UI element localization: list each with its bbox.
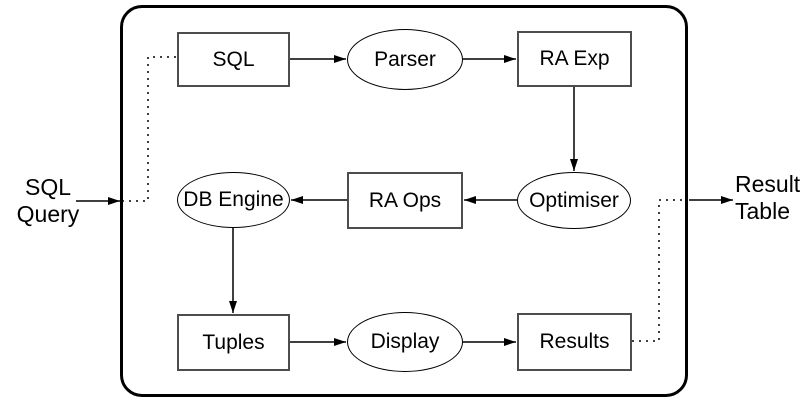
node-ra-exp: RA Exp bbox=[517, 31, 632, 87]
node-sql: SQL bbox=[177, 32, 290, 87]
node-db-engine: DB Engine bbox=[177, 172, 290, 228]
input-label-sql-query: SQL Query bbox=[16, 174, 80, 227]
node-optimiser: Optimiser bbox=[517, 172, 631, 229]
node-tuples: Tuples bbox=[177, 314, 290, 371]
node-ra-ops: RA Ops bbox=[347, 172, 463, 229]
node-results: Results bbox=[517, 313, 632, 371]
node-display: Display bbox=[347, 312, 463, 372]
output-label-result-table: Result Table bbox=[735, 171, 801, 224]
system-boundary-box bbox=[120, 5, 688, 397]
node-parser: Parser bbox=[347, 29, 463, 90]
